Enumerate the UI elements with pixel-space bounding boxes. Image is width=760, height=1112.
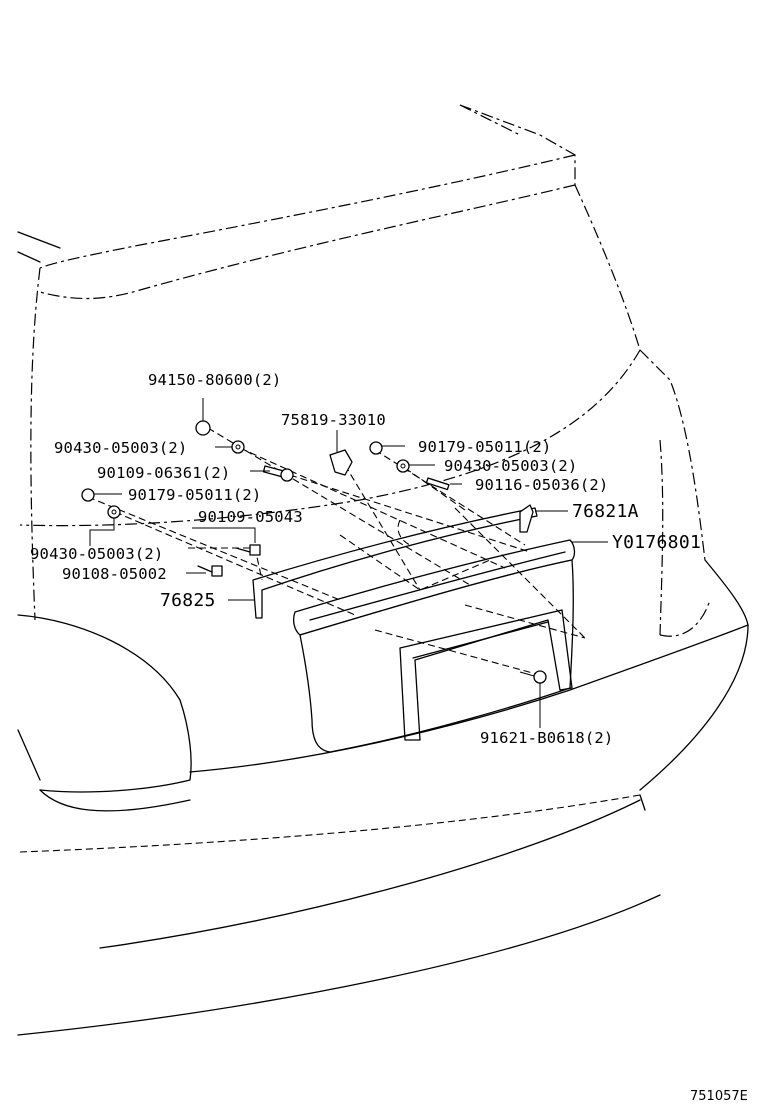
- license-garnish: [293, 539, 576, 753]
- vehicle-body-outline: [17, 104, 749, 1036]
- assembly-lines: [87, 427, 586, 676]
- bolt-90109-06361: [262, 465, 294, 482]
- callout-c1: 94150-80600(2): [148, 371, 281, 389]
- nut-90179-05011-right: [369, 441, 383, 455]
- diagram-id: 751057E: [690, 1089, 748, 1104]
- washer-90430-05003-right: [396, 459, 410, 473]
- callout-c3: 90430-05003(2): [54, 439, 187, 457]
- callout-c4: 90179-05011(2): [418, 438, 551, 456]
- callout-c14: 76825: [160, 590, 216, 611]
- washer-90430-05003-top: [231, 440, 245, 454]
- callout-labels: 94150-80600(2) 75819-33010 90430-05003(2…: [30, 371, 701, 747]
- callout-c13: 90108-05002: [62, 565, 167, 583]
- leader-lines: [89, 445, 608, 728]
- callout-c6: 90430-05003(2): [444, 457, 577, 475]
- fastener-94150-80600: [195, 398, 211, 436]
- callout-c15: 91621-B0618(2): [480, 729, 613, 747]
- clip-90109-05043: [235, 544, 261, 556]
- callout-c7: 90116-05036(2): [475, 476, 608, 494]
- callout-c2: 75819-33010: [281, 411, 386, 429]
- callout-c5: 90109-06361(2): [97, 464, 230, 482]
- clip-75819-33010: [329, 430, 353, 476]
- callout-c12: 90430-05003(2): [30, 545, 163, 563]
- nut-90179-05011-left: [81, 488, 95, 502]
- screw-90108-05002: [197, 565, 223, 577]
- callout-c10: 90109-05043: [198, 508, 303, 526]
- screw-91621-b0618: [519, 670, 547, 684]
- screw-90116-05036: [425, 477, 450, 491]
- washer-90430-05003-left: [107, 505, 121, 519]
- callout-c8: 90179-05011(2): [128, 486, 261, 504]
- callout-c9: 76821A: [572, 501, 639, 522]
- moulding-76821a: [519, 504, 534, 533]
- moulding-76825: [252, 507, 538, 619]
- callout-c11: Y0176801: [612, 532, 701, 553]
